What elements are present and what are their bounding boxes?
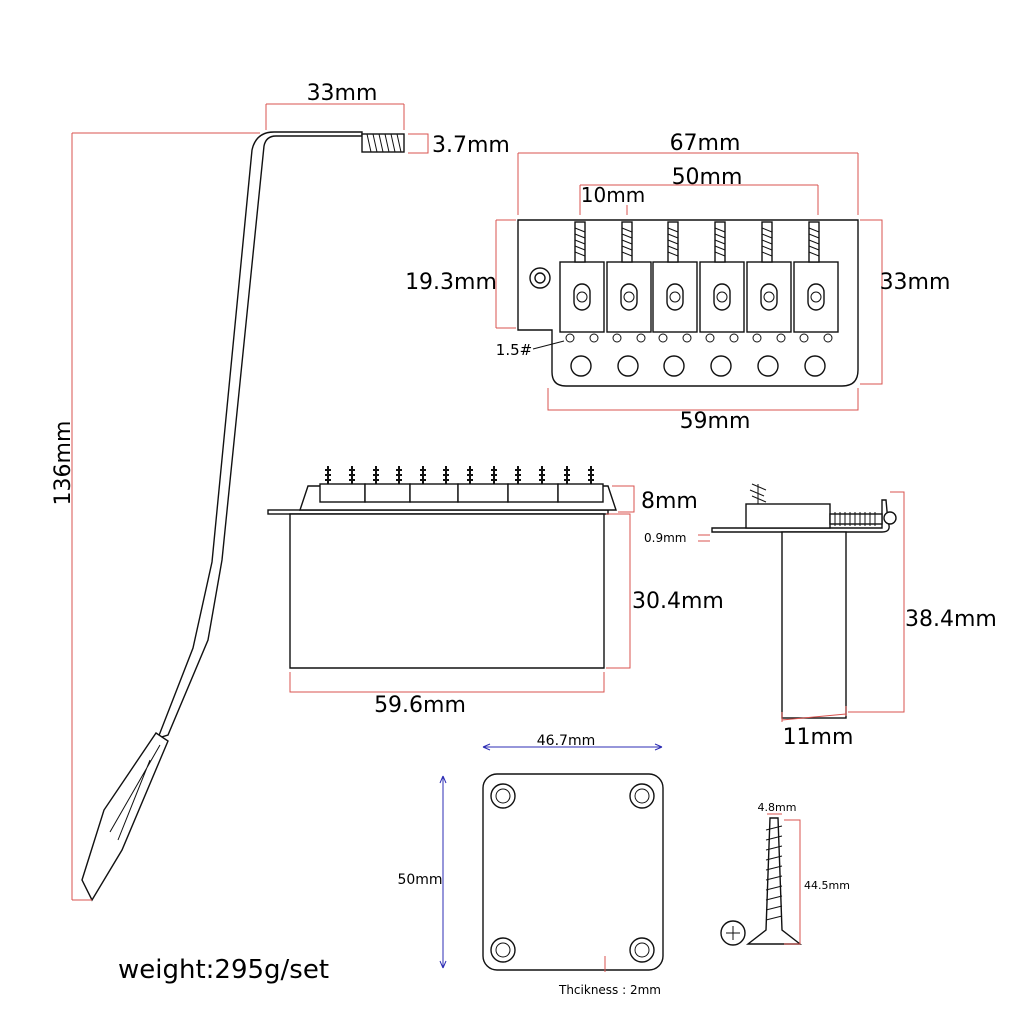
- mounting-holes: [570, 355, 826, 377]
- saddle: [652, 221, 698, 333]
- front-screws: [325, 466, 594, 484]
- height-left-label: 19.3mm: [405, 270, 497, 295]
- saddle-spacing-label: 10mm: [581, 183, 645, 207]
- neck-plate-thickness-label: Thcikness : 2mm: [558, 983, 661, 997]
- block-depth-label: 11mm: [783, 725, 854, 750]
- phillips-head-icon: [720, 920, 746, 946]
- arm-thread-label: 3.7mm: [432, 133, 510, 158]
- bridge-side-view: [711, 483, 897, 719]
- saddle: [793, 221, 839, 333]
- mounting-screw: [720, 817, 803, 946]
- base-width-label: 59mm: [680, 409, 751, 434]
- bridge-top-view: [517, 219, 859, 387]
- bridge-front-view: [267, 466, 617, 669]
- weight-label: weight:295g/set: [118, 955, 329, 985]
- screw-length-label: 44.5mm: [804, 879, 850, 892]
- block-width-label: 59.6mm: [374, 693, 466, 718]
- neck-plate: [482, 773, 664, 971]
- saddle: [559, 221, 605, 333]
- saddle: [746, 221, 792, 333]
- side-view-dimensions: 0.9mm 38.4mm 11mm: [644, 491, 997, 750]
- neck-plate-width-label: 46.7mm: [537, 733, 595, 749]
- saddle: [699, 221, 745, 333]
- wrench-size-label: 1.5#: [496, 341, 532, 359]
- saddle: [606, 221, 652, 333]
- plate-thickness-label: 0.9mm: [644, 531, 686, 545]
- front-view-dimensions: 8mm 30.4mm 59.6mm: [289, 485, 724, 718]
- saddle-block-row: [319, 483, 604, 503]
- saddle-row: [559, 221, 839, 333]
- arm-bend-width-label: 33mm: [307, 81, 378, 106]
- arm-length-label: 136mm: [51, 421, 76, 506]
- screw-diameter-label: 4.8mm: [758, 801, 797, 814]
- height-right-label: 33mm: [880, 270, 951, 295]
- arm-thread: [361, 133, 405, 153]
- top-view-dimensions: 67mm 50mm 10mm 19.3mm 33mm 59mm 1.5#: [405, 131, 950, 434]
- saddle-height-label: 8mm: [641, 489, 698, 514]
- string-spacing-label: 50mm: [672, 165, 743, 190]
- tremolo-arm: [81, 131, 405, 902]
- block-height-label: 30.4mm: [632, 589, 724, 614]
- screw-dimensions: 4.8mm 44.5mm: [758, 801, 850, 945]
- neck-plate-height-label: 50mm: [397, 872, 442, 888]
- arm-dimensions: 136mm 33mm 3.7mm: [51, 81, 510, 901]
- neck-plate-dimensions: 46.7mm 50mm Thcikness : 2mm: [397, 733, 663, 997]
- height-screws: [565, 333, 833, 343]
- total-height-label: 38.4mm: [905, 607, 997, 632]
- total-width-label: 67mm: [670, 131, 741, 156]
